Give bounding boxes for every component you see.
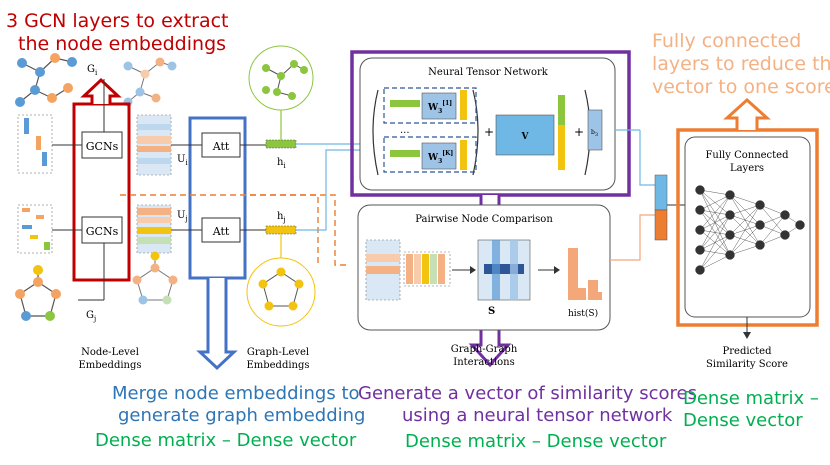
att-label-top: Att (212, 140, 230, 153)
ntn-ellipsis: ... (400, 125, 410, 136)
hi-vector (265, 139, 297, 149)
input-graph-gi (15, 53, 77, 107)
concat-vector-orange (654, 209, 668, 241)
gcns-label-top: GCNs (86, 140, 119, 153)
uj-label: Uj (177, 210, 188, 223)
graph-level-circle-bottom (246, 257, 316, 327)
node-level-label-2: Embeddings (78, 360, 141, 371)
ui-label: Ui (177, 154, 188, 167)
embedded-graph-top (123, 57, 177, 107)
annotation-dense-1: Dense matrix – Dense vector (95, 430, 357, 451)
pairwise-matrix-left (365, 239, 451, 301)
histogram (568, 248, 602, 300)
hist-label: hist(S) (568, 308, 598, 319)
annotation-gcn: 3 GCN layers to extract the node embeddi… (6, 10, 229, 56)
attention-down-arrow (196, 278, 238, 371)
concat-vector-blue (654, 174, 668, 211)
b3-label: b3 (591, 129, 598, 138)
annotation-ntn: Generate a vector of similarity scores u… (358, 383, 697, 426)
att-box-bottom (201, 217, 241, 243)
v-label: V (521, 132, 530, 142)
ntn-plus-2: + (574, 125, 584, 139)
predicted-label-1: Predicted (723, 346, 773, 357)
w31-dashed (383, 87, 477, 124)
s-label: S (488, 306, 495, 317)
gcn-up-arrow (80, 77, 122, 104)
fc-title-1: Fully Connected (705, 150, 789, 161)
w3k-label: W3[K] (427, 150, 453, 165)
gi-label: Gi (87, 64, 98, 77)
annotation-fc-line-3: vector to one score (652, 75, 830, 98)
fc-up-arrow (723, 97, 771, 130)
annotation-dense-2: Dense matrix – Dense vector (405, 431, 667, 452)
hj-vector (265, 225, 297, 235)
graph-level-label-2: Embeddings (246, 360, 309, 371)
gcns-box-bottom (81, 216, 123, 244)
annotation-fc-line-1: Fully connected (652, 30, 802, 52)
annotation-dense-3-line-1: Dense matrix – (683, 388, 819, 409)
annotation-ntn-line-2: using a neural tensor network (402, 404, 673, 426)
dashed-pair-line-1 (120, 194, 350, 266)
annotation-dense-3: Dense matrix – Dense vector (683, 388, 819, 431)
w31-label: W3[1] (427, 100, 452, 115)
pairwise-title: Pairwise Node Comparison (415, 214, 553, 225)
w31-block (421, 92, 457, 120)
gcns-label-bottom: GCNs (86, 225, 119, 238)
node-embeddings-i (136, 114, 172, 176)
gcn-red-box (72, 102, 131, 282)
b3-block (587, 109, 603, 151)
hj-label: hj (277, 211, 286, 224)
annotation-merge: Merge node embeddings to generate graph … (112, 383, 365, 426)
input-graph-gj (15, 265, 61, 321)
annotation-gcn-line-2: the node embeddings (18, 32, 227, 55)
annotation-fc: Fully connected layers to reduce the vec… (652, 30, 830, 98)
annotation-merge-line-1: Merge node embeddings to (112, 383, 360, 404)
gj-label: Gj (86, 310, 96, 323)
att-box-top (201, 132, 241, 158)
annotation-fc-line-2: layers to reduce the (652, 52, 830, 75)
fc-network (695, 185, 805, 275)
hi-label: hi (277, 157, 286, 170)
ntn-title: Neural Tensor Network (428, 67, 549, 78)
annotation-dense-3-line-2: Dense vector (683, 409, 803, 431)
graph-level-circle-top (248, 45, 314, 111)
gg-label-2: Interactions (453, 357, 514, 368)
v-block (495, 114, 555, 156)
predicted-label-2: Similarity Score (706, 359, 788, 370)
att-label-bottom: Att (212, 225, 230, 238)
annotation-merge-line-2: generate graph embedding (118, 404, 366, 426)
ntn-plus-1: + (484, 125, 494, 139)
node-level-label-1: Node-Level (81, 347, 139, 358)
w3k-block (421, 142, 457, 170)
gcns-box-top (81, 131, 123, 159)
embedded-graph-bottom (132, 251, 178, 305)
feature-matrix-i (17, 114, 53, 174)
annotation-ntn-line-1: Generate a vector of similarity scores (358, 383, 697, 404)
w3k-dashed (383, 136, 477, 173)
similarity-matrix (477, 239, 531, 301)
fc-title-2: Layers (730, 163, 764, 174)
graph-level-label-1: Graph-Level (247, 347, 309, 358)
annotation-gcn-line-1: 3 GCN layers to extract (6, 10, 229, 32)
feature-matrix-j (17, 204, 53, 254)
node-embeddings-j (136, 204, 172, 254)
gg-label-1: Graph-Graph (451, 344, 518, 355)
